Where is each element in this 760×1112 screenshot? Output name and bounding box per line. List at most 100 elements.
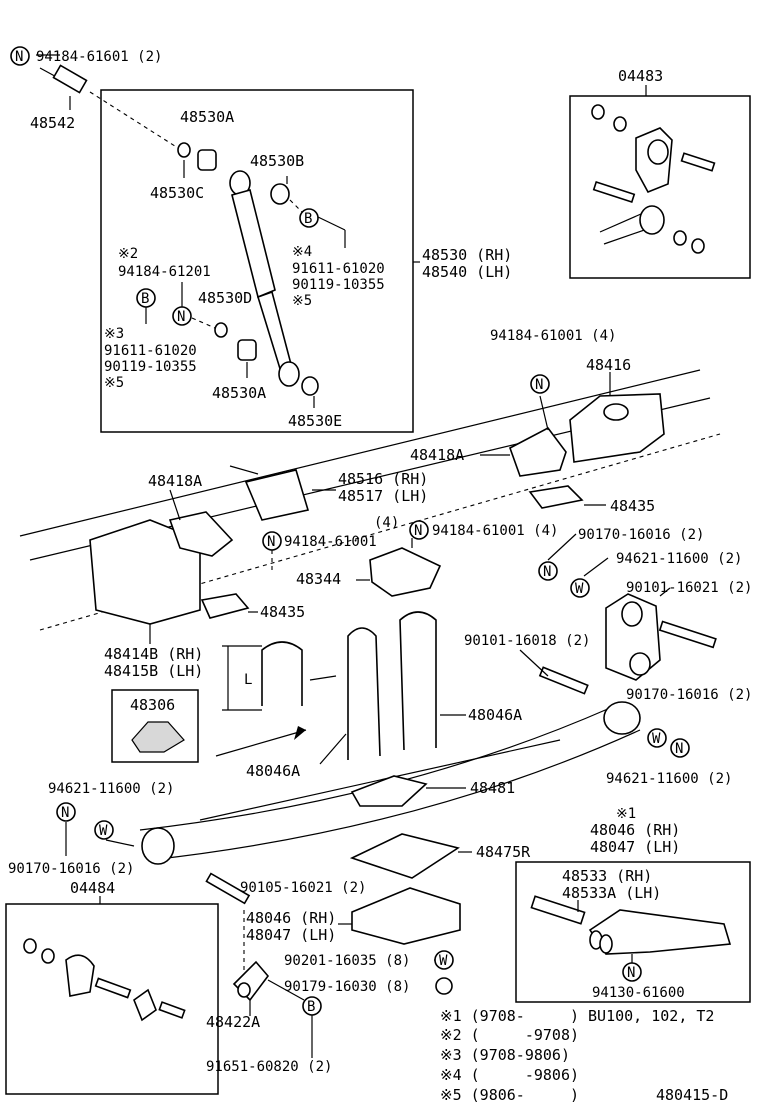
- label-90170-16016-2b: 90170-16016 (2): [626, 687, 752, 703]
- label-94130-61600: 94130-61600: [592, 985, 685, 1001]
- label-48517-lh: 48517 (LH): [338, 487, 428, 505]
- bracket-48416: [509, 393, 665, 477]
- label-48533-rh: 48533 (RH): [562, 867, 652, 885]
- leaf-spring: [139, 701, 641, 865]
- bolt-90101-16018: [538, 666, 589, 695]
- label-48414B-rh: 48414B (RH): [104, 645, 203, 663]
- bolt-48542: [39, 64, 88, 94]
- bushing-48530B: [270, 183, 290, 205]
- bushing-48530A-top: [197, 149, 217, 171]
- dash-48530B: [289, 199, 303, 213]
- label-04483: 04483: [618, 67, 663, 85]
- b-marker-shock-right: B: [299, 208, 319, 228]
- frame-rail-upper: [19, 369, 701, 537]
- label-note2: ※2: [118, 246, 138, 262]
- label-48415B-lh: 48415B (LH): [104, 662, 203, 680]
- label-90119-10355-b: 90119-10355: [104, 359, 197, 375]
- label-94184-61601: 94184-61601 (2): [36, 49, 162, 65]
- leader-94621-11600-2a: [583, 557, 609, 577]
- svg-text:N: N: [535, 377, 543, 393]
- label-48418A-right: 48418A: [410, 446, 464, 464]
- footnote-5: ※5 (9806- ): [440, 1086, 579, 1104]
- label-note1: ※1: [616, 806, 636, 822]
- leader-90101-16018: [519, 649, 549, 677]
- svg-text:W: W: [439, 953, 448, 969]
- label-dimension-L: L: [244, 672, 252, 688]
- arrow-large-head: [294, 726, 306, 740]
- label-48533A-lh: 48533A (LH): [562, 884, 661, 902]
- label-90119-10355-a: 90119-10355: [292, 277, 385, 293]
- label-48542: 48542: [30, 114, 75, 132]
- label-94621-11600-2c: 94621-11600 (2): [48, 781, 174, 797]
- label-note3: ※3: [104, 326, 124, 342]
- svg-text:W: W: [99, 823, 108, 839]
- label-48046A-right: 48046A: [468, 706, 522, 724]
- label-48530C: 48530C: [150, 184, 204, 202]
- svg-text:N: N: [61, 805, 69, 821]
- svg-text:B: B: [307, 999, 315, 1015]
- shackle-48533: [530, 895, 732, 955]
- leader-48046A-left: [319, 733, 347, 765]
- label-note4a: ※4: [292, 244, 312, 260]
- washer-48530E: [301, 376, 319, 396]
- label-90170-16016-2a: 90170-16016 (2): [578, 527, 704, 543]
- label-48530D: 48530D: [198, 289, 252, 307]
- w-marker-spring-eye: W: [647, 728, 667, 748]
- kit-04484-parts: [23, 938, 186, 1022]
- label-48418A-left: 48418A: [148, 472, 202, 490]
- footnote-4: ※4 ( -9806): [440, 1066, 579, 1084]
- shock-absorber: [229, 170, 300, 387]
- label-48540-lh: 48540 (LH): [422, 263, 512, 281]
- label-48530A-bottom: 48530A: [212, 384, 266, 402]
- bolt-dash-line: [89, 91, 179, 149]
- label-48530B: 48530B: [250, 152, 304, 170]
- label-48435-right: 48435: [610, 497, 655, 515]
- n-marker-shock: N: [172, 306, 192, 326]
- label-4: (4): [374, 515, 399, 531]
- label-48344: 48344: [296, 570, 341, 588]
- label-94184-61201: 94184-61201: [118, 264, 211, 280]
- nut-48530D: [214, 322, 228, 338]
- label-94621-11600-2b: 94621-11600 (2): [606, 771, 732, 787]
- svg-text:N: N: [627, 965, 635, 981]
- label-90101-16018-2: 90101-16018 (2): [464, 633, 590, 649]
- diagram-code: 480415-D: [656, 1086, 728, 1104]
- shock-absorber-group-box: [100, 89, 414, 433]
- n-marker-left-end: N: [56, 802, 76, 822]
- label-90105-16021-2: 90105-16021 (2): [240, 880, 366, 896]
- n-marker-spring-eye: N: [670, 738, 690, 758]
- label-48481: 48481: [470, 779, 515, 797]
- n-marker-94184-4b: N: [409, 520, 429, 540]
- leader-b-right: [317, 216, 346, 231]
- bumper-48435-right: [528, 485, 584, 509]
- footnote-2: ※2 ( -9708): [440, 1026, 579, 1044]
- w-marker-right-shackle: W: [570, 578, 590, 598]
- label-48047-lh-right: 48047 (LH): [590, 838, 680, 856]
- frame-rail-lower: [39, 433, 721, 631]
- shackle-right: [605, 593, 717, 681]
- label-94184-61001-4a: 94184-61001 (4): [490, 328, 616, 344]
- bump-stopper-48344: [369, 547, 442, 597]
- leader-b-bottom: [267, 979, 305, 1001]
- arrow-small: [309, 675, 337, 681]
- label-48416: 48416: [586, 356, 631, 374]
- arrow-large: [215, 729, 307, 757]
- svg-text:N: N: [15, 49, 23, 65]
- leader-48418A-left: [169, 489, 181, 521]
- label-90170-16016-2c: 90170-16016 (2): [8, 861, 134, 877]
- label-94184-61001-4b: 94184-61001 (4): [432, 523, 558, 539]
- label-note5a: ※5: [292, 293, 312, 309]
- bumper-48435-left: [200, 593, 250, 619]
- leader-94184-61001-4a: [539, 395, 549, 431]
- label-91611-61020-b: 91611-61020: [104, 343, 197, 359]
- label-48530E: 48530E: [288, 412, 342, 430]
- w-marker-left-end: W: [94, 820, 114, 840]
- bumper-48306: [131, 721, 185, 753]
- svg-text:N: N: [675, 741, 683, 757]
- label-48435-left: 48435: [260, 603, 305, 621]
- svg-text:N: N: [177, 309, 185, 325]
- label-90101-16021-2: 90101-16021 (2): [626, 580, 752, 596]
- label-90179-16030-8: 90179-16030 (8): [284, 979, 410, 995]
- kit-48533-box: [515, 861, 751, 1003]
